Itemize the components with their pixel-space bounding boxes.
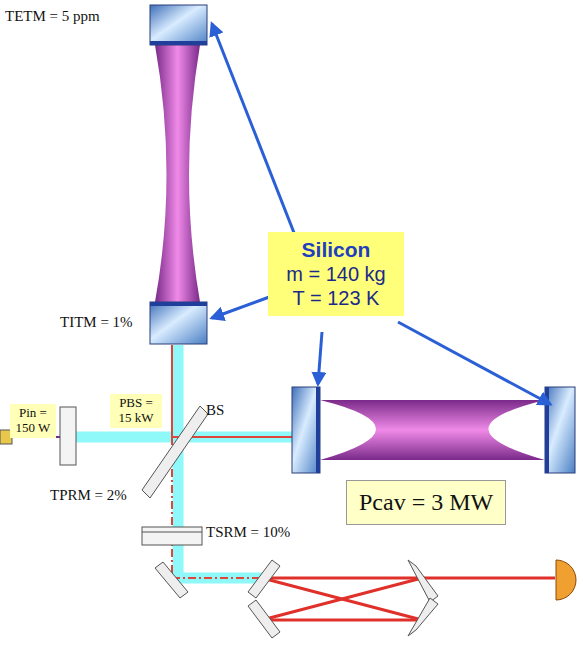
itm-horizontal	[292, 387, 320, 473]
photodiode	[556, 560, 576, 600]
power-recycling-mirror	[60, 407, 76, 465]
material-heading: Silicon	[276, 238, 396, 262]
material-callout: Siliconm = 140 kgT = 123 K	[268, 232, 404, 316]
input-power: Pin = 150 W	[13, 406, 53, 436]
srm-transmission: TSRM = 10%	[206, 524, 290, 541]
beam-splitter-label: BS	[206, 402, 224, 419]
signal-recycling-mirror	[142, 527, 202, 545]
input-power-box: Pin = 150 W	[10, 404, 56, 438]
cavity-power-box: Pcav = 3 MW	[346, 480, 506, 525]
bs-power: PBS = 15 kW	[113, 396, 159, 426]
steering-mirror	[155, 562, 188, 598]
itm-vertical	[150, 302, 207, 344]
etm-vertical	[150, 5, 207, 45]
silicon-leader-arrows	[212, 24, 550, 404]
cavity-power: Pcav = 3 MW	[359, 489, 493, 516]
horizontal-arm-beam	[320, 400, 545, 460]
prm-transmission: TPRM = 2%	[50, 487, 127, 504]
etm-transmission: TETM = 5 ppm	[5, 8, 100, 25]
recycled-beam	[76, 345, 294, 578]
itm-transmission: TITM = 1%	[60, 314, 133, 331]
bs-power-box: PBS = 15 kW	[110, 394, 162, 428]
mass-value: m = 140 kg	[276, 262, 396, 286]
etm-horizontal	[545, 387, 575, 473]
output-mode-cleaner	[248, 560, 555, 638]
vertical-arm-beam	[155, 45, 200, 302]
temperature-value: T = 123 K	[276, 286, 396, 310]
